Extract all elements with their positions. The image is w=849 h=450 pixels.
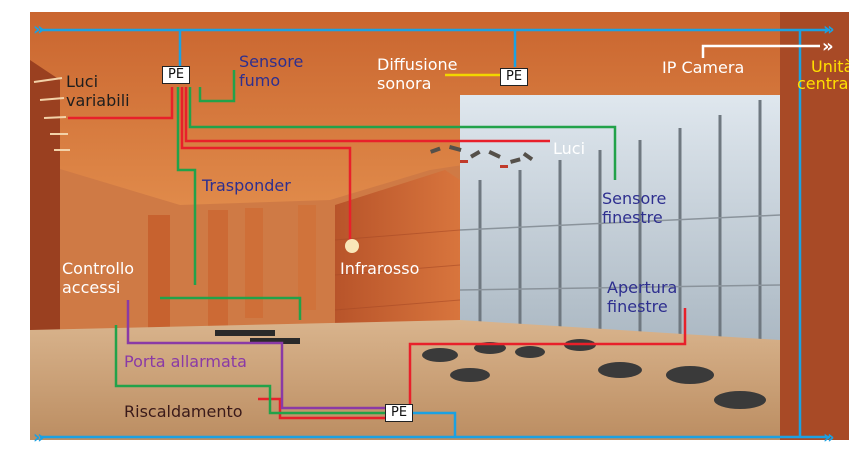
label-luci: Luci [553,139,586,158]
label-sensore-finestre: Sensore finestre [602,189,667,227]
bus-arrow-right-top: » [823,19,835,40]
label-unita-centrale: Unità centrale [797,57,849,93]
pe-box-bottom: PE [385,404,414,422]
infrared-dot [345,239,359,253]
ceiling [30,12,849,205]
label-porta-allarmata: Porta allarmata [124,352,247,371]
label-sensore-fumo: Sensore fumo [239,52,304,90]
wall-lamps [33,77,70,151]
purple-lines [126,300,385,410]
label-riscaldamento: Riscaldamento [124,402,243,421]
glass-facade [460,95,780,355]
label-ip-camera: IP Camera [662,58,745,77]
bus-lines [40,28,830,439]
central-wall [335,170,460,360]
camera-arrow: » [822,36,834,57]
green-lines [114,70,617,415]
label-controllo-accessi: Controllo accessi [62,259,135,297]
column [148,215,170,345]
label-apertura-finestre: Apertura finestre [607,278,678,316]
ip-camera-line [701,44,820,58]
bus-arrow-right-bottom: » [823,427,835,448]
label-infrarosso: Infrarosso [340,259,420,278]
bus-arrow-left-top: » [33,19,45,40]
label-trasponder: Trasponder [202,176,291,195]
floor [30,320,780,450]
bus-arrow-left-bottom: » [33,427,45,448]
pe-box-top-left: PE [162,66,191,84]
red-lines [68,87,687,420]
label-luci-variabili: Luci variabili [66,72,130,110]
pe-box-top-center: PE [500,68,529,86]
right-wall [780,12,849,450]
sculpture [429,144,534,164]
label-diffusione-sonora: Diffusione sonora [377,55,458,93]
